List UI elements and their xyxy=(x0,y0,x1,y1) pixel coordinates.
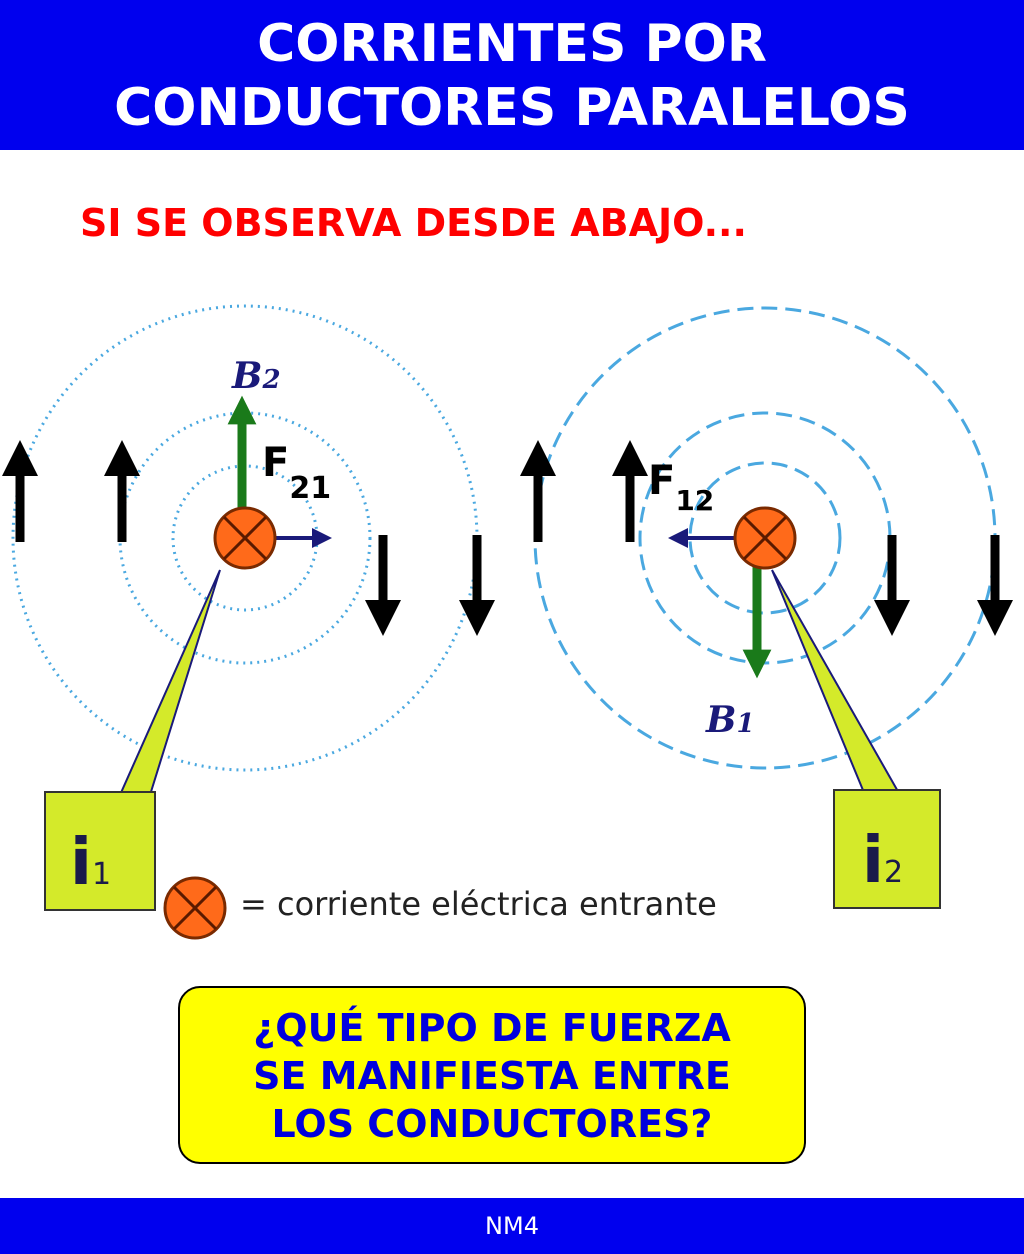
question-line-3: LOS CONDUCTORES? xyxy=(271,1102,713,1146)
footer-bar: NM4 xyxy=(0,1198,1024,1254)
title-banner: CORRIENTES POR CONDUCTORES PARALELOS xyxy=(0,0,1024,150)
callout-i1-box xyxy=(44,791,156,911)
parallel-conductors-diagram: i1 i2 B2 F21 F12 B1 = corriente eléctric… xyxy=(2,304,1013,940)
question-box: ¿QUÉ TIPO DE FUERZA SE MANIFIESTA ENTRE … xyxy=(178,986,806,1164)
callout-i1-label: i1 xyxy=(70,826,111,900)
label-f12: F12 xyxy=(648,458,714,517)
title-line-2: CONDUCTORES PARALELOS xyxy=(114,78,910,138)
field-circle-right-inner xyxy=(688,461,842,615)
conductor-left xyxy=(213,506,277,570)
field-direction-arrows xyxy=(2,440,1013,636)
label-b1: B1 xyxy=(705,699,755,741)
conductor-right xyxy=(733,506,797,570)
question-line-1: ¿QUÉ TIPO DE FUERZA xyxy=(253,1006,731,1050)
question-line-2: SE MANIFIESTA ENTRE xyxy=(253,1054,731,1098)
callout-i1-pointer xyxy=(118,569,221,796)
legend: = corriente eléctrica entrante xyxy=(163,876,717,940)
callout-i2-box xyxy=(833,789,941,909)
legend-text: = corriente eléctrica entrante xyxy=(240,885,717,923)
label-b2: B2 xyxy=(231,355,281,397)
callout-i2-label: i2 xyxy=(862,824,903,898)
footer-label: NM4 xyxy=(485,1212,539,1240)
title-line-1: CORRIENTES POR xyxy=(257,14,767,74)
label-f21: F21 xyxy=(262,440,331,506)
callout-i2-pointer xyxy=(771,569,902,796)
subtitle: SI SE OBSERVA DESDE ABAJO... xyxy=(80,201,747,245)
